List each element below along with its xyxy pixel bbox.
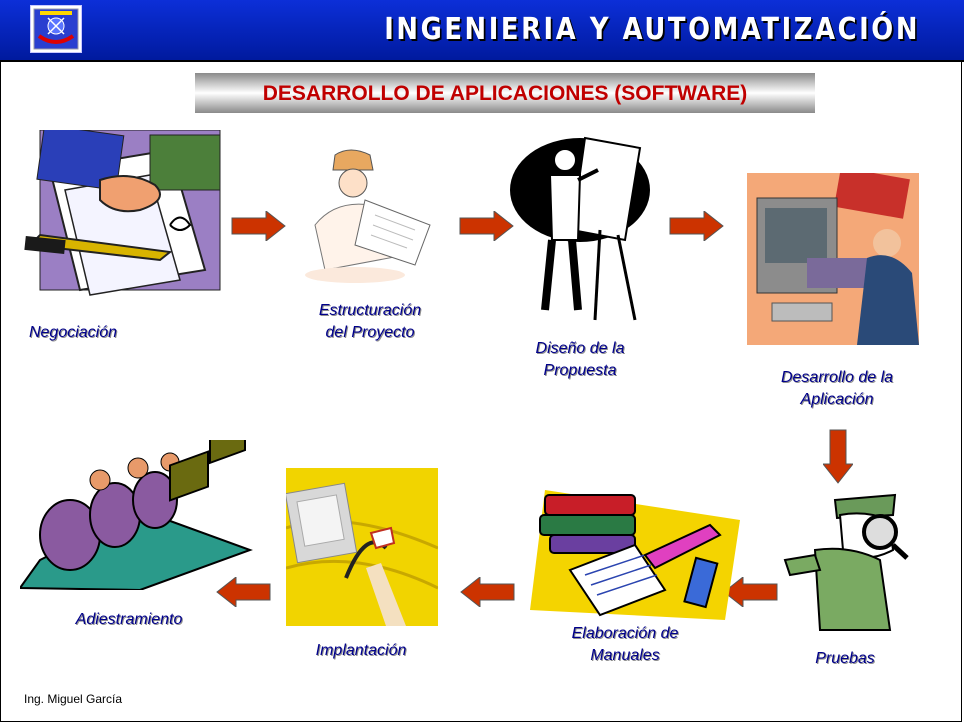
classroom-training-icon <box>18 416 255 595</box>
step-label-desarrollo: Desarrollo de la Aplicación <box>780 369 894 408</box>
handshake-contract-icon <box>20 124 225 305</box>
step-label-implantacion: Implantación <box>315 642 407 659</box>
banner-title: DESARROLLO DE APLICACIONES (SOFTWARE) <box>262 82 748 105</box>
section-banner: DESARROLLO DE APLICACIONES (SOFTWARE) <box>195 73 815 113</box>
step-label-manuales: Elaboración de Manuales <box>571 625 679 664</box>
arrow-right-icon <box>230 209 286 246</box>
arrow-right-icon <box>668 209 724 246</box>
engineer-blueprint-icon <box>295 145 435 300</box>
header-title: INGENIERIA Y AUTOMATIZACIÓN <box>384 12 920 47</box>
computer-plug-icon <box>284 468 439 631</box>
presenter-flipchart-icon <box>500 130 650 335</box>
step-label-pruebas: Pruebas <box>815 650 875 667</box>
arrow-left-icon <box>723 575 779 612</box>
books-manual-icon <box>525 480 745 630</box>
header-bar: INGENIERIA Y AUTOMATIZACIÓN <box>0 0 964 62</box>
arrow-down-icon <box>821 428 855 489</box>
arrow-left-icon <box>216 575 272 612</box>
step-label-estructuracion: Estructuración del Proyecto <box>318 302 422 341</box>
step-label-adiestramiento: Adiestramiento <box>75 611 183 628</box>
programmer-computer-icon <box>747 167 919 350</box>
step-label-diseno: Diseño de la Propuesta <box>535 340 625 379</box>
arrow-right-icon <box>458 209 514 246</box>
detective-magnifier-icon <box>775 490 935 645</box>
university-logo-icon <box>30 5 82 53</box>
arrow-left-icon <box>460 575 516 612</box>
footer-author: Ing. Miguel García <box>24 692 123 706</box>
step-label-negociacion: Negociación <box>28 324 118 341</box>
